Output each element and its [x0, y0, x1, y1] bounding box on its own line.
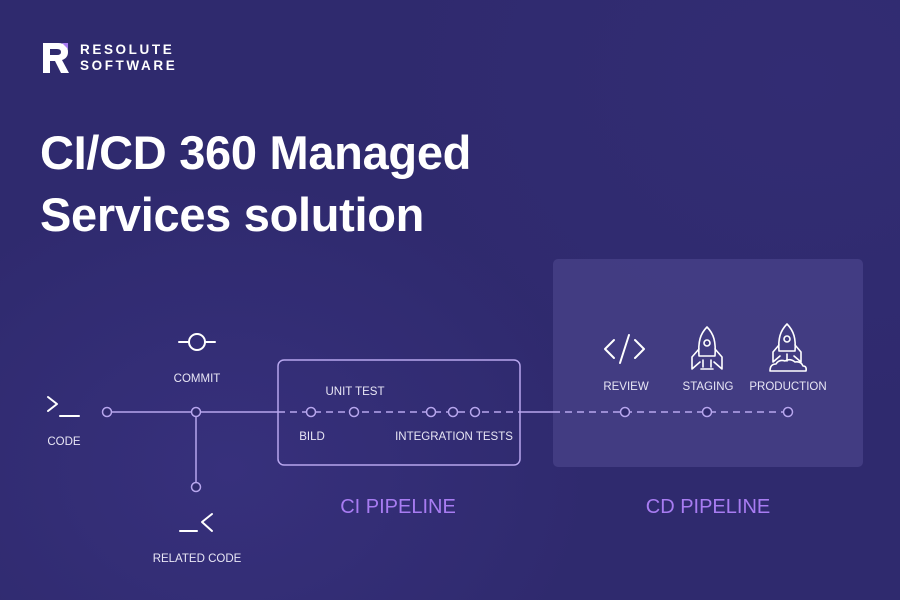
- integration-node-3: [469, 406, 481, 418]
- rocket-launch-icon: [769, 323, 807, 372]
- integration-tests-label: INTEGRATION TESTS: [395, 431, 513, 443]
- reverse-prompt-icon: [179, 513, 213, 532]
- terminal-prompt-icon: [47, 396, 80, 417]
- ci-pipeline-title: CI PIPELINE: [340, 496, 456, 518]
- build-node: [305, 406, 317, 418]
- review-label: REVIEW: [603, 381, 649, 393]
- code-label: CODE: [47, 436, 81, 448]
- unit-test-node: [348, 406, 360, 418]
- commit-label: COMMIT: [174, 373, 221, 385]
- brand-line-1: RESOLUTE: [80, 42, 175, 57]
- cd-pipeline-title: CD PIPELINE: [646, 496, 770, 518]
- staging-node: [701, 406, 713, 418]
- title-line-2: Services solution: [40, 188, 425, 241]
- build-label: BILD: [299, 431, 325, 443]
- unit-test-label: UNIT TEST: [326, 386, 385, 398]
- rocket-icon: [691, 326, 723, 370]
- brand-line-2: SOFTWARE: [80, 58, 178, 73]
- cd-pipeline-panel: [553, 259, 863, 467]
- staging-label: STAGING: [683, 381, 734, 393]
- review-node: [619, 406, 631, 418]
- brand: RESOLUTE SOFTWARE: [40, 41, 177, 75]
- code-node: [101, 406, 113, 418]
- related-code-node: [190, 481, 202, 493]
- commit-icon: [178, 333, 216, 351]
- production-label: PRODUCTION: [749, 381, 826, 393]
- code-brackets-icon: [604, 334, 645, 364]
- commit-node: [190, 406, 202, 418]
- integration-node-2: [447, 406, 459, 418]
- title-line-1: CI/CD 360 Managed: [40, 126, 472, 179]
- resolute-logo-icon: [43, 43, 69, 73]
- page-title: CI/CD 360 Managed Services solution: [40, 122, 471, 246]
- brand-name: RESOLUTE SOFTWARE: [80, 42, 177, 74]
- production-node: [782, 406, 794, 418]
- integration-node-1: [425, 406, 437, 418]
- related-code-label: RELATED CODE: [153, 553, 242, 565]
